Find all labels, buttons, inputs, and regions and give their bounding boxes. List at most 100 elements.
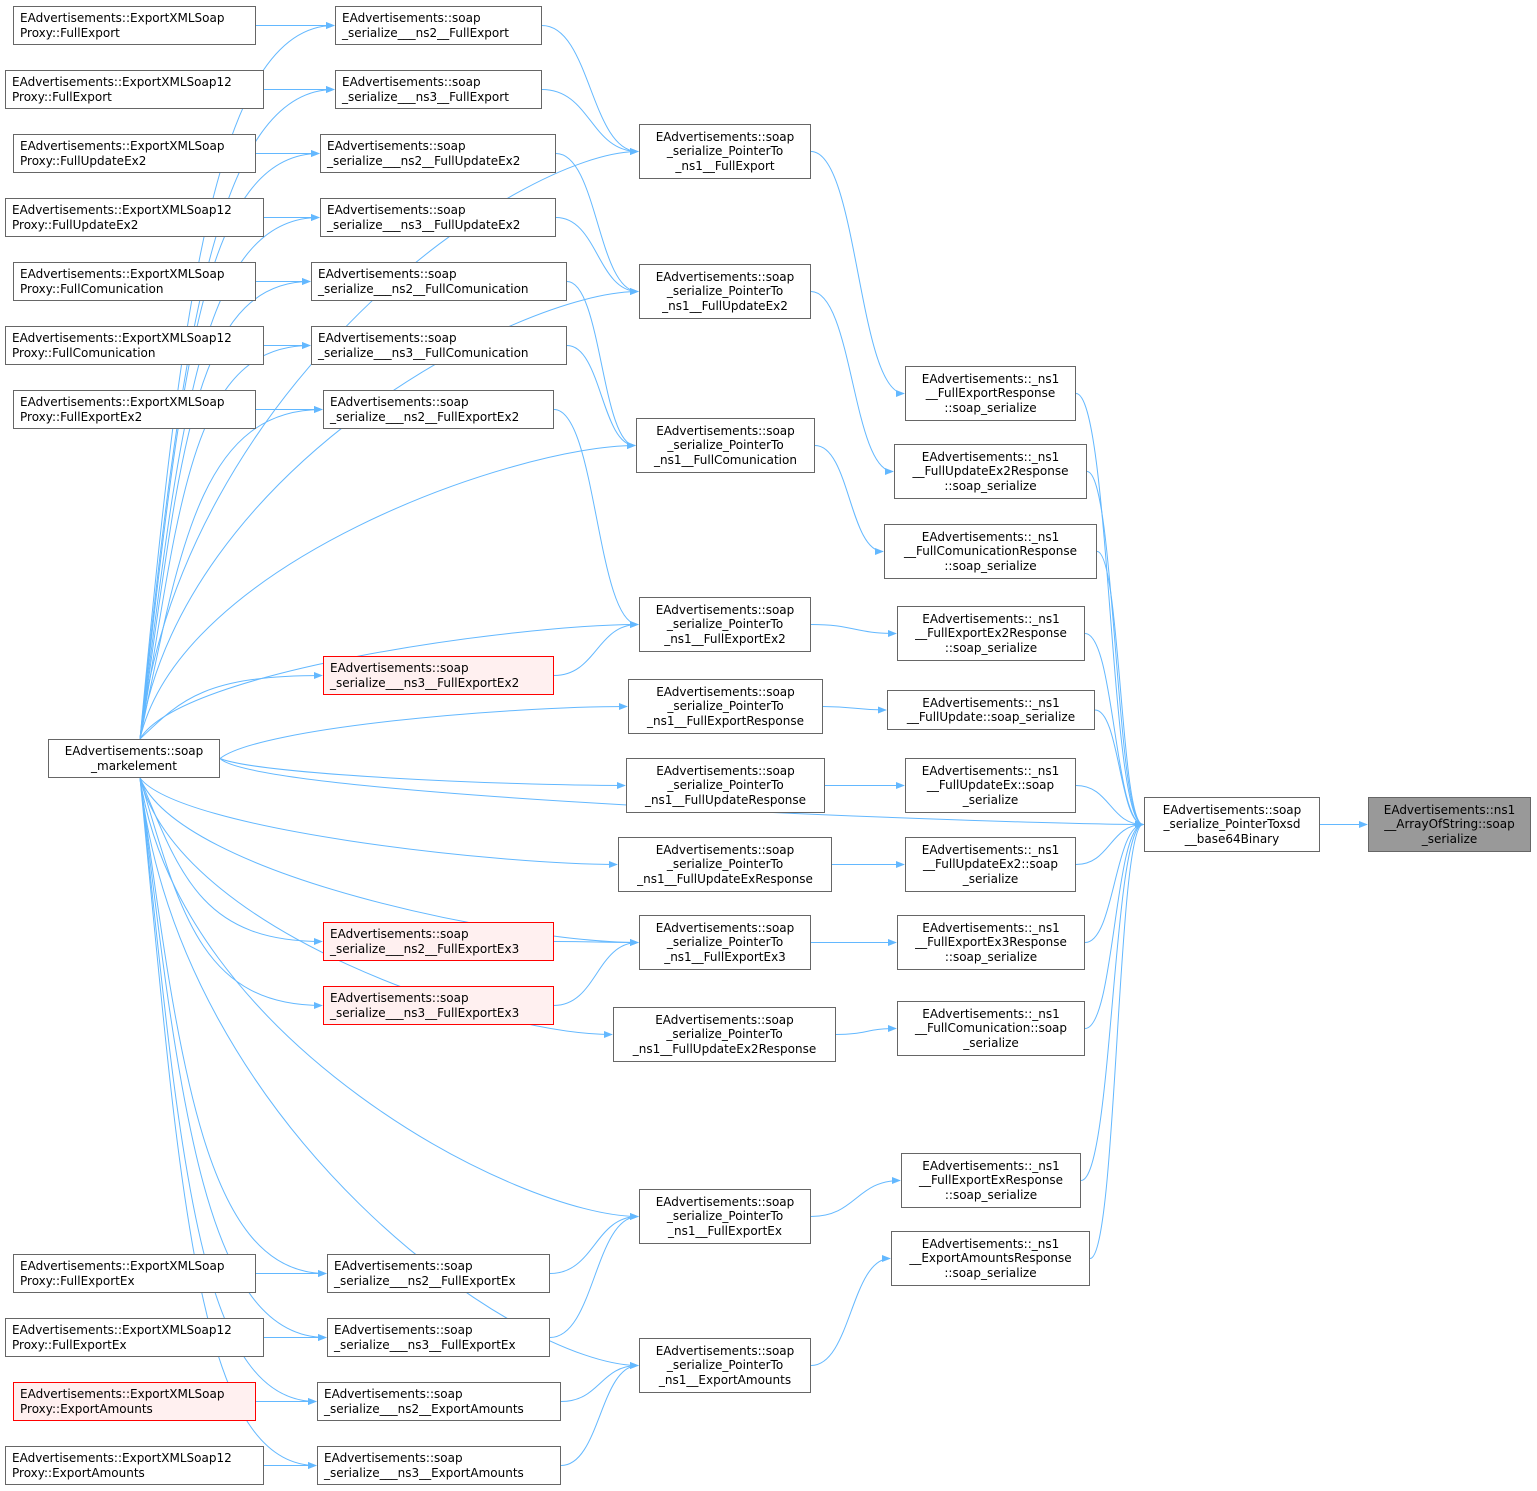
node-label-line: _serialize_PointerTo bbox=[666, 1209, 784, 1224]
graph-node-u6[interactable]: EAdvertisements::_ns1__FullUpdateEx::soa… bbox=[905, 758, 1076, 813]
edge-s14-to-t11 bbox=[560, 1361, 639, 1466]
node-label-line: _serialize___ns3__FullUpdateEx2 bbox=[327, 217, 521, 232]
node-label-line: EAdvertisements::_ns1 bbox=[921, 1236, 1060, 1251]
edge-m-to-s3 bbox=[139, 149, 320, 740]
graph-node-t1[interactable]: EAdvertisements::soap_serialize_PointerT… bbox=[639, 124, 811, 179]
edge-s12-to-t10 bbox=[549, 1212, 639, 1338]
graph-node-s9[interactable]: EAdvertisements::soap_serialize___ns2__F… bbox=[323, 922, 554, 961]
node-label-line: _serialize_PointerTo bbox=[666, 144, 784, 159]
graph-node-s4[interactable]: EAdvertisements::soap_serialize___ns3__F… bbox=[320, 198, 556, 237]
edge-u3-to-v bbox=[1096, 551, 1144, 829]
node-label-line: EAdvertisements::soap bbox=[656, 763, 795, 778]
graph-node-t2[interactable]: EAdvertisements::soap_serialize_PointerT… bbox=[639, 264, 811, 319]
node-label-line: _serialize bbox=[962, 792, 1019, 807]
node-label-line: _ns1__FullExportResponse bbox=[647, 713, 804, 728]
node-label-line: _ns1__FullUpdateExResponse bbox=[637, 871, 813, 886]
graph-node-u4[interactable]: EAdvertisements::_ns1__FullExportEx2Resp… bbox=[897, 606, 1085, 661]
edge-m-to-t8 bbox=[139, 777, 639, 947]
edge-t5-to-u5 bbox=[822, 706, 887, 714]
node-label-line: ::soap_serialize bbox=[944, 478, 1037, 493]
edge-t10-to-u10 bbox=[810, 1176, 901, 1217]
node-label-line: _serialize_PointerTo bbox=[667, 778, 784, 793]
graph-node-u8[interactable]: EAdvertisements::_ns1__FullExportEx3Resp… bbox=[897, 915, 1085, 970]
graph-node-s12[interactable]: EAdvertisements::soap_serialize___ns3__F… bbox=[327, 1318, 550, 1357]
graph-node-u10[interactable]: EAdvertisements::_ns1__FullExportExRespo… bbox=[901, 1153, 1081, 1208]
graph-node-s11[interactable]: EAdvertisements::soap_serialize___ns2__F… bbox=[327, 1254, 550, 1293]
node-label-line: EAdvertisements::ExportXMLSoap12 bbox=[12, 203, 232, 217]
node-label-line: __ArrayOfString::soap bbox=[1384, 817, 1515, 832]
edge-s1-to-t1 bbox=[541, 25, 639, 156]
node-label-line: _serialize_PointerTo bbox=[666, 617, 784, 632]
edge-s11-to-t10 bbox=[549, 1212, 639, 1274]
graph-node-t7[interactable]: EAdvertisements::soap_serialize_PointerT… bbox=[618, 837, 832, 892]
graph-node-s13[interactable]: EAdvertisements::soap_serialize___ns2__E… bbox=[317, 1382, 561, 1421]
graph-node-s3[interactable]: EAdvertisements::soap_serialize___ns2__F… bbox=[320, 134, 556, 173]
node-label-line: EAdvertisements::soap bbox=[64, 744, 204, 758]
node-label-line: __FullExportResponse bbox=[925, 386, 1056, 401]
node-label-line: _ns1__FullExportEx bbox=[668, 1223, 782, 1238]
graph-node-s2[interactable]: EAdvertisements::soap_serialize___ns3__F… bbox=[335, 70, 542, 109]
graph-node-u3[interactable]: EAdvertisements::_ns1__FullComunicationR… bbox=[884, 524, 1097, 579]
node-label-line: _serialize_PointerTo bbox=[666, 857, 784, 872]
graph-node-s6[interactable]: EAdvertisements::soap_serialize___ns3__F… bbox=[311, 326, 567, 365]
edge-m-to-t10 bbox=[139, 777, 639, 1221]
edge-m-to-t6 bbox=[219, 758, 626, 790]
graph-node-t10[interactable]: EAdvertisements::soap_serialize_PointerT… bbox=[639, 1189, 811, 1244]
edge-t9-to-u9 bbox=[835, 1024, 897, 1035]
graph-node-t3[interactable]: EAdvertisements::soap_serialize_PointerT… bbox=[636, 418, 815, 473]
node-label-line: EAdvertisements::soap bbox=[330, 991, 469, 1005]
node-label-line: Proxy::FullExportEx2 bbox=[20, 409, 143, 424]
node-label-line: _serialize_PointerTo bbox=[666, 1358, 784, 1373]
node-label-line: EAdvertisements::soap bbox=[1162, 802, 1302, 817]
graph-node-u5[interactable]: EAdvertisements::_ns1__FullUpdate::soap_… bbox=[887, 690, 1095, 730]
graph-node-u9[interactable]: EAdvertisements::_ns1__FullComunication:… bbox=[897, 1001, 1085, 1056]
node-label-line: _serialize___ns2__FullUpdateEx2 bbox=[327, 153, 521, 168]
node-label-line: __FullExportExResponse bbox=[918, 1173, 1064, 1188]
graph-node-t9[interactable]: EAdvertisements::soap_serialize_PointerT… bbox=[613, 1007, 836, 1062]
graph-node-t11[interactable]: EAdvertisements::soap_serialize_PointerT… bbox=[639, 1338, 811, 1393]
graph-node-s7[interactable]: EAdvertisements::soap_serialize___ns2__F… bbox=[323, 390, 554, 429]
graph-node-u2[interactable]: EAdvertisements::_ns1__FullUpdateEx2Resp… bbox=[894, 444, 1087, 499]
node-label-line: _ns1__FullExportEx2 bbox=[664, 631, 786, 646]
node-label-line: _ns1__FullUpdateResponse bbox=[644, 792, 807, 807]
edge-u2-to-v bbox=[1086, 471, 1144, 828]
node-label-line: EAdvertisements::soap bbox=[327, 203, 466, 217]
graph-node-s8[interactable]: EAdvertisements::soap_serialize___ns3__F… bbox=[323, 656, 554, 695]
graph-node-m[interactable]: EAdvertisements::soap_markelement bbox=[48, 739, 220, 778]
graph-node-u11[interactable]: EAdvertisements::_ns1__ExportAmountsResp… bbox=[891, 1231, 1090, 1286]
graph-node-s5[interactable]: EAdvertisements::soap_serialize___ns2__F… bbox=[311, 262, 567, 301]
graph-node-u7[interactable]: EAdvertisements::_ns1__FullUpdateEx2::so… bbox=[905, 837, 1076, 892]
graph-node-t8[interactable]: EAdvertisements::soap_serialize_PointerT… bbox=[639, 915, 811, 970]
graph-node-v[interactable]: EAdvertisements::soap_serialize_PointerT… bbox=[1144, 797, 1320, 852]
node-label-line: EAdvertisements::ExportXMLSoap12 bbox=[12, 1323, 232, 1337]
node-label-line: EAdvertisements::soap bbox=[655, 602, 795, 617]
node-label-line: EAdvertisements::soap bbox=[655, 129, 795, 144]
node-label-line: EAdvertisements::_ns1 bbox=[921, 763, 1060, 778]
graph-node-s1[interactable]: EAdvertisements::soap_serialize___ns2__F… bbox=[335, 6, 542, 45]
node-label-line: Proxy::FullExportEx bbox=[20, 1273, 135, 1288]
graph-node-s10[interactable]: EAdvertisements::soap_serialize___ns3__F… bbox=[323, 986, 554, 1025]
node-label-line: EAdvertisements::_ns1 bbox=[921, 449, 1060, 464]
graph-node-t5[interactable]: EAdvertisements::soap_serialize_PointerT… bbox=[628, 679, 823, 734]
node-label-line: ::soap_serialize bbox=[944, 400, 1037, 415]
node-label-line: __ExportAmountsResponse bbox=[909, 1251, 1072, 1266]
graph-node-u1[interactable]: EAdvertisements::_ns1__FullExportRespons… bbox=[905, 366, 1076, 421]
graph-node-t6[interactable]: EAdvertisements::soap_serialize_PointerT… bbox=[626, 758, 825, 813]
node-label-line: EAdvertisements::ExportXMLSoap12 bbox=[12, 331, 232, 345]
node-label-line: ::soap_serialize bbox=[944, 949, 1038, 964]
edge-u7-to-v bbox=[1075, 820, 1144, 865]
graph-node-t4[interactable]: EAdvertisements::soap_serialize_PointerT… bbox=[639, 597, 811, 652]
node-label-line: EAdvertisements::ExportXMLSoap bbox=[20, 1259, 225, 1273]
graph-node-s14[interactable]: EAdvertisements::soap_serialize___ns3__E… bbox=[317, 1446, 561, 1485]
